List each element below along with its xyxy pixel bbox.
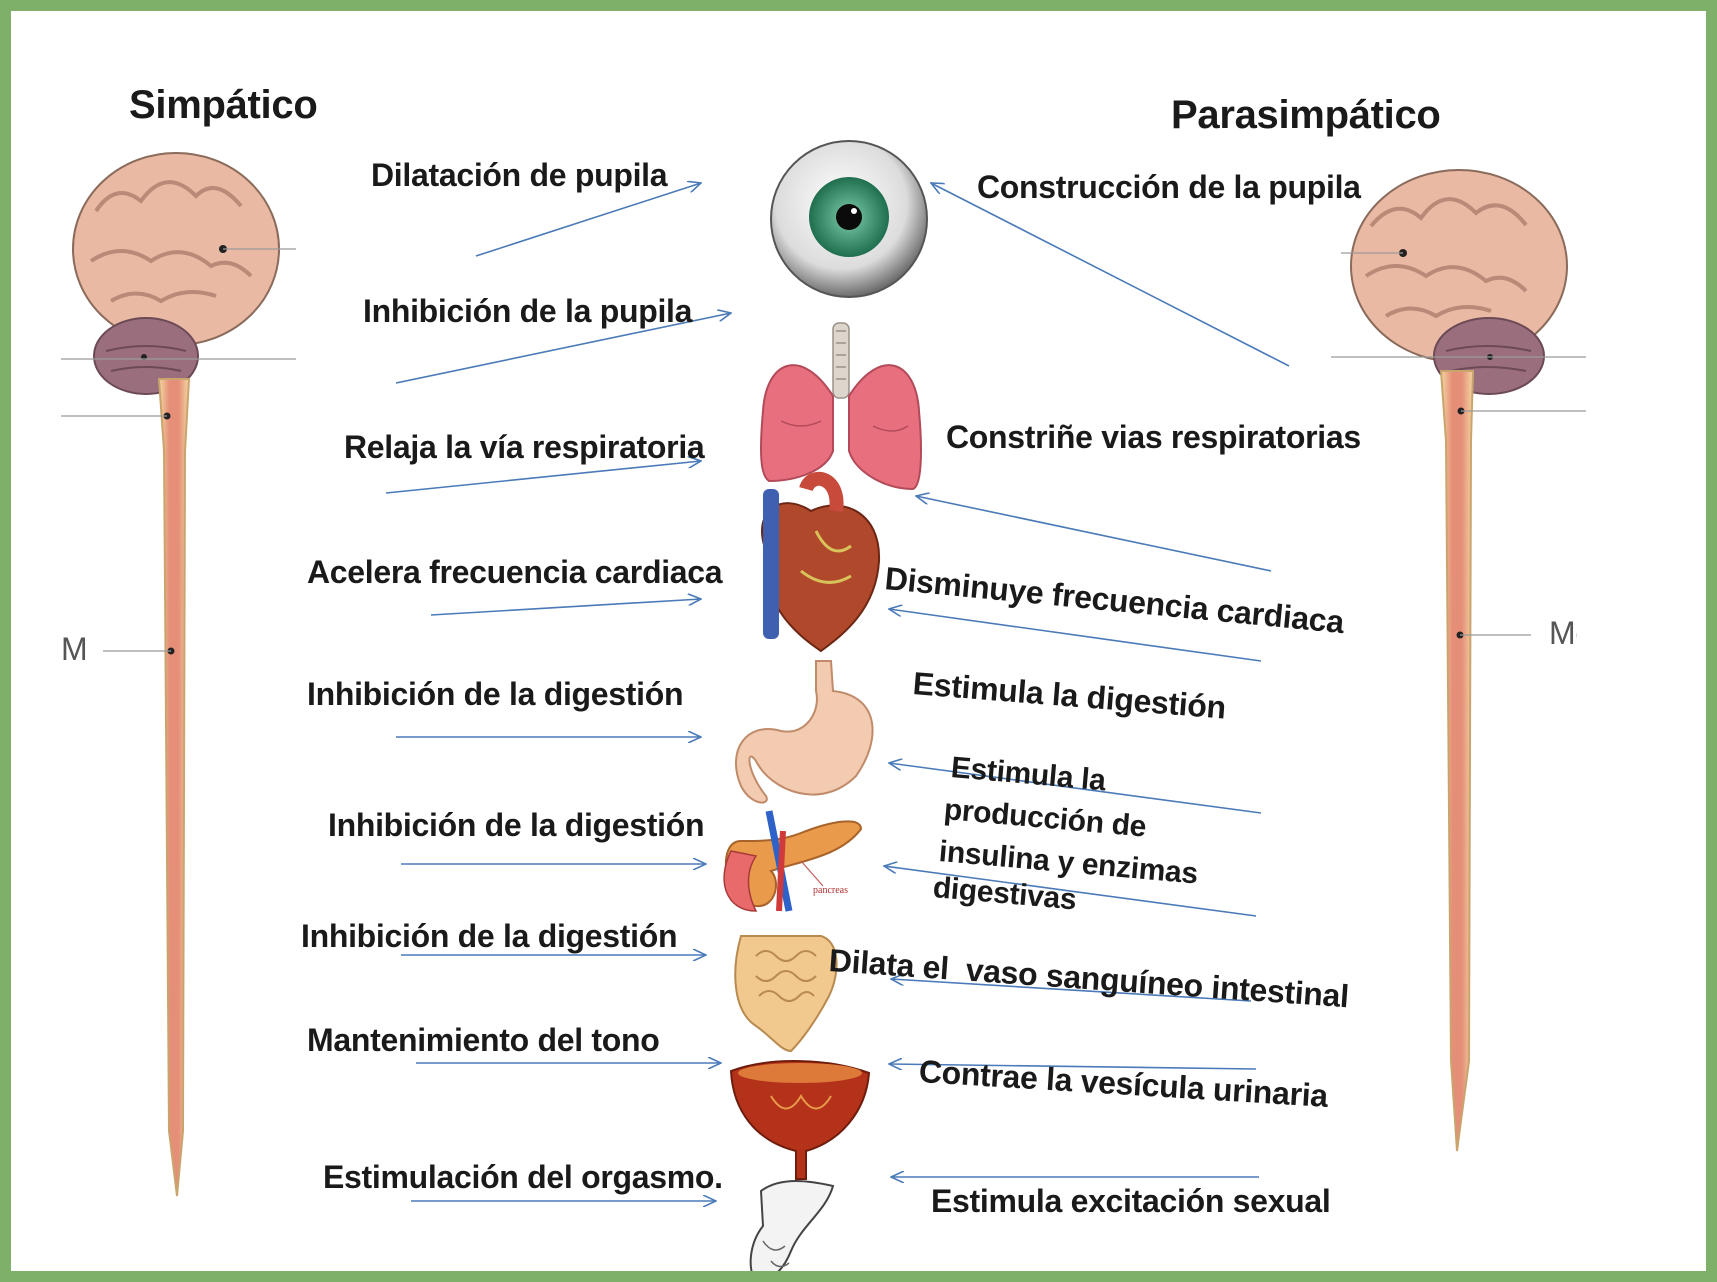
arrow-heart-accelerate: [430, 599, 701, 616]
pancreas-illustration: [723, 810, 863, 912]
eye-illustration: [770, 140, 928, 298]
sympathetic-heading: Simpático: [129, 83, 318, 127]
right-brain: [1350, 169, 1568, 395]
arrow-intestinal-vessel: [891, 979, 1252, 1002]
left-leader-lines: [61, 248, 296, 652]
left-label-airway-relax: Relaja la vía respiratoria: [344, 429, 705, 465]
arrow-digestion-stimulate: [889, 763, 1262, 814]
bladder-illustration: [729, 1060, 871, 1180]
right-label-airway-constrict: Constriñe vias respiratorias: [946, 419, 1361, 455]
right-label-pupil-construction: Construcción de la pupila: [977, 169, 1361, 205]
left-label-digestion-3: Inhibición de la digestión: [301, 918, 678, 954]
left-brain: [72, 152, 280, 395]
intestines-illustration: [734, 935, 838, 1053]
left-spinal-cord: [157, 378, 191, 1197]
diagram-canvas: pancreas: [61, 140, 1586, 1271]
left-label-pupil-inhibition: Inhibición de la pupila: [363, 293, 693, 329]
arrow-airway-relax: [385, 461, 701, 494]
stomach-illustration: [735, 660, 874, 804]
left-arrows: [385, 183, 731, 1201]
lungs-illustration: [760, 322, 922, 491]
arrow-pupil-dilation: [475, 183, 701, 257]
pancreas-caption: pancreas: [813, 885, 848, 896]
left-label-digestion-2: Inhibición de la digestión: [328, 807, 705, 843]
left-label-tone: Mantenimiento del tono: [307, 1022, 660, 1058]
left-label-heart-accelerate: Acelera frecuencia cardiaca: [307, 554, 723, 590]
left-label-orgasm: Estimulación del orgasmo.: [323, 1159, 723, 1195]
arrow-bladder: [889, 1064, 1257, 1069]
right-arrows: [884, 183, 1290, 1177]
left-label-pupil-dilation: Dilatación de pupila: [371, 157, 668, 193]
heart-illustration: [761, 471, 881, 653]
right-label-sexual: Estimula excitación sexual: [931, 1183, 1331, 1219]
arrow-heart-decrease: [889, 609, 1262, 662]
arrow-airway-constrict: [916, 496, 1272, 572]
left-label-digestion-1: Inhibición de la digestión: [307, 676, 684, 712]
right-side-fragment: Me: [1549, 615, 1577, 651]
right-leader-lines: [1331, 252, 1586, 636]
genital-sketch: [749, 1180, 835, 1271]
parasympathetic-heading: Parasimpático: [1171, 93, 1441, 137]
arrow-pupil-inhibition: [395, 313, 731, 384]
left-side-fragment: M: [61, 631, 88, 667]
right-spinal-cord: [1439, 370, 1475, 1152]
arrow-pupil-constriction: [931, 183, 1290, 367]
arrow-insulin: [884, 866, 1257, 917]
